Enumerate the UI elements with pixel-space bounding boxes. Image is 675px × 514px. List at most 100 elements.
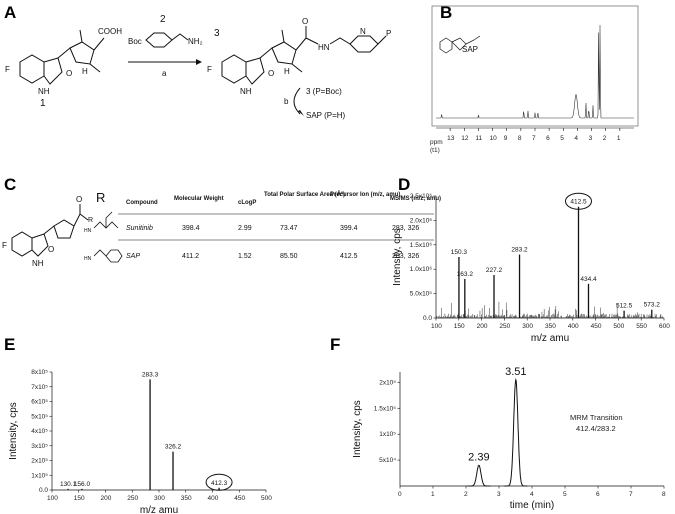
chart-e-y-tick-label: 2x10⁵ — [31, 458, 48, 465]
chart-e-x-tick-label: 500 — [261, 495, 272, 502]
table-header-compound: Compound — [126, 200, 158, 206]
chart-e-x-tick-label: 100 — [47, 495, 58, 502]
reagent-piperazine — [145, 32, 189, 48]
chart-f-peak-label: 3.51 — [505, 366, 526, 378]
nmr-tick-label: 8 — [518, 135, 522, 142]
table-header-msms: MS/MS (m/z, amu) — [390, 196, 441, 202]
chart-d-peak-label: 150.3 — [451, 249, 468, 256]
chart-d-peak-label: 227.2 — [486, 267, 503, 274]
nmr-tick-label: 7 — [532, 135, 536, 142]
chart-d-peak-label: 412.5 — [570, 199, 587, 206]
atom-f-start: F — [5, 65, 10, 74]
cell-msms-sunitinib: 283, 326 — [392, 225, 419, 232]
structure-start-material — [19, 29, 105, 85]
nmr-axis-unit: (t1) — [430, 147, 440, 154]
structure-core-scaffold — [11, 204, 89, 257]
chart-e-y-tick-label: 6x10⁵ — [31, 399, 48, 406]
chart-d-y-tick-label: 1.5x10⁶ — [410, 242, 433, 249]
panel-letter-e: E — [4, 335, 15, 354]
chart-d-x-tick-label: 200 — [477, 323, 488, 330]
atom-nh-product: NH — [240, 87, 252, 96]
chart-e-x-tick-label: 400 — [208, 495, 219, 502]
atom-f-product: F — [207, 65, 212, 74]
cell-tpsa-sap: 85.50 — [280, 253, 298, 260]
chart-d-x-tick-label: 500 — [613, 323, 624, 330]
atom-nh-core: NH — [32, 259, 44, 268]
properties-table: Compound Molecular Weight cLogP Total Po… — [118, 191, 441, 260]
label-product-sap: SAP (P=H) — [306, 111, 346, 120]
r-group-core: R — [88, 217, 93, 224]
chart-f-x-tick-label: 8 — [662, 491, 666, 498]
table-header-tpsa: Total Polar Surface Area (Å²) — [264, 191, 345, 198]
panel-letter-c: C — [4, 175, 16, 194]
reagent-number-2: 2 — [160, 14, 166, 25]
r-sap-hn: HN — [84, 256, 92, 262]
mrm-annotation-line1: MRM Transition — [570, 413, 623, 422]
chart-d-x-tick-label: 450 — [591, 323, 602, 330]
chart-e-y-tick-label: 0.0 — [39, 487, 48, 494]
chart-d-peak-label: 512.5 — [616, 303, 633, 310]
panel-c: C F O NH O R R HN HN Compound Molecular … — [2, 175, 441, 268]
cell-compound-sap: SAP — [126, 253, 140, 260]
atom-o-start: O — [66, 69, 72, 78]
atom-o-core: O — [48, 245, 54, 254]
r-group-sunitinib — [93, 211, 119, 229]
chart-e-y-axis-label: Intensity, cps — [8, 402, 19, 460]
step-label-b: b — [284, 97, 289, 106]
chart-e-x-axis-label: m/z amu — [140, 505, 178, 514]
chart-e-peak-label: 412.3 — [211, 480, 228, 487]
chart-f-peak-trace — [467, 464, 491, 487]
step-label-a: a — [162, 69, 167, 78]
nmr-tick-label: 13 — [447, 135, 455, 142]
chart-f-x-tick-label: 7 — [629, 491, 633, 498]
chart-e-x-tick-label: 350 — [181, 495, 192, 502]
chart-f-peak-label: 2.39 — [468, 451, 489, 463]
atom-h-start: H — [82, 67, 88, 76]
chart-e-x-tick-label: 200 — [101, 495, 112, 502]
reaction-arrow-b — [293, 87, 301, 115]
chart-d-y-tick-label: 5.0x10⁵ — [410, 291, 433, 298]
chart-e-x-tick-label: 300 — [154, 495, 165, 502]
chart-e-x-tick-label: 450 — [234, 495, 245, 502]
nmr-tick-label: 4 — [574, 135, 578, 142]
chart-d-x-tick-label: 250 — [499, 323, 510, 330]
panel-letter-d: D — [398, 175, 410, 194]
chart-f-y-tick-label: 1.5x10⁵ — [374, 405, 397, 412]
cell-mw-sunitinib: 398.4 — [182, 225, 200, 232]
label-product-boc: 3 (P=Boc) — [306, 87, 342, 96]
table-header-mw: Molecular Weight — [174, 196, 224, 202]
compound-number-3: 3 — [214, 28, 220, 39]
cell-clogp-sunitinib: 2.99 — [238, 225, 252, 232]
chart-d-y-axis-label: Intensity, cps — [392, 228, 403, 286]
chart-f-x-tick-label: 2 — [464, 491, 468, 498]
chart-f-x-tick-label: 5 — [563, 491, 567, 498]
cell-msms-sap: 283, 326 — [392, 253, 419, 260]
r-column-header: R — [96, 190, 105, 205]
r-group-sap — [93, 249, 123, 263]
table-row: Sunitinib 398.4 2.99 73.47 399.4 283, 32… — [126, 225, 419, 232]
chart-e-peak-label: 156.0 — [74, 481, 91, 488]
atom-h-product: H — [284, 67, 290, 76]
chart-d-x-tick-label: 300 — [522, 323, 533, 330]
atom-hn-amide: HN — [318, 43, 330, 52]
chart-f-y-tick-label: 2x10⁵ — [379, 379, 396, 386]
chart-e-peak-label: 326.2 — [165, 444, 182, 451]
chart-e-peak-label: 283.3 — [142, 371, 159, 378]
nmr-spectrum-trace — [436, 25, 634, 119]
chart-d-y-tick-label: 2.5x10⁶ — [410, 193, 433, 200]
atom-f-core: F — [2, 241, 7, 250]
cell-precursor-sunitinib: 399.4 — [340, 225, 358, 232]
panel-letter-a: A — [4, 3, 16, 22]
nmr-tick-label: 9 — [504, 135, 508, 142]
chart-f-x-tick-label: 3 — [497, 491, 501, 498]
nmr-compound-label: SAP — [462, 45, 478, 54]
chart-d-x-tick-label: 100 — [431, 323, 442, 330]
chart-f-y-axis-label: Intensity, cps — [352, 400, 363, 458]
chart-e-x-tick-label: 250 — [127, 495, 138, 502]
